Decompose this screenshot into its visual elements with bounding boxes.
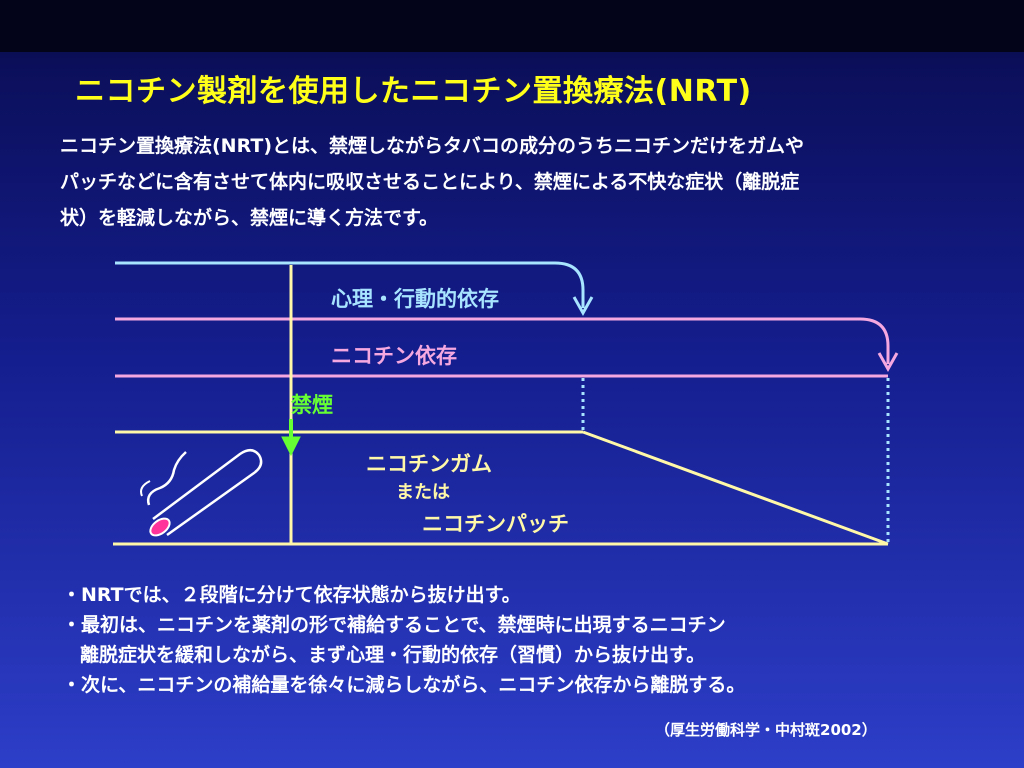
bullet-item-1: ・NRTでは、２段階に分けて依存状態から抜け出す。 <box>62 584 521 606</box>
intro-paragraph: ニコチン置換療法(NRT)とは、禁煙しながらタバコの成分のうちニコチンだけをガム… <box>60 128 980 236</box>
intro-line-3: 状）を軽減しながら、禁煙に導く方法です。 <box>60 207 439 229</box>
nicotine-patch-label: ニコチンパッチ <box>422 512 569 536</box>
quit-arrow-head <box>281 436 301 457</box>
nicotine-gum-label: ニコチンガム <box>366 452 492 476</box>
intro-line-2: パッチなどに含有させて体内に吸収させることにより、禁煙による不快な症状（離脱症 <box>60 171 800 193</box>
psych-dependence-label: 心理・行動的依存 <box>331 287 499 311</box>
cigarette-icon <box>140 449 263 537</box>
bullet-list: ・NRTでは、２段階に分けて依存状態から抜け出す。 ・最初は、ニコチンを薬剤の形… <box>62 580 962 700</box>
intro-line-1: ニコチン置換療法(NRT)とは、禁煙しながらタバコの成分のうちニコチンだけをガム… <box>60 135 805 157</box>
nicotine-arrow-head <box>877 352 899 373</box>
product-taper-line <box>582 430 889 546</box>
top-bar <box>0 0 1024 52</box>
psych-dependence-line <box>115 261 585 308</box>
bullet-item-3: ・次に、ニコチンの補給量を徐々に減らしながら、ニコチン依存から離脱する。 <box>62 674 746 696</box>
bullet-item-2-continued: 離脱症状を緩和しながら、まず心理・行動的依存（習慣）から抜け出す。 <box>80 644 706 666</box>
psych-arrow-head <box>572 296 594 317</box>
slide-title: ニコチン製剤を使用したニコチン置換療法(NRT) <box>75 74 752 109</box>
bullet-item-2: ・最初は、ニコチンを薬剤の形で補給することで、禁煙時に出現するニコチン <box>62 614 726 636</box>
quit-smoking-label: 禁煙 <box>291 393 333 417</box>
nicotine-dependence-label: ニコチン依存 <box>331 344 457 368</box>
or-label: または <box>396 482 450 503</box>
nicotine-dependence-line <box>115 317 890 364</box>
source-citation: （厚生労働科学・中村斑2002） <box>655 721 877 739</box>
